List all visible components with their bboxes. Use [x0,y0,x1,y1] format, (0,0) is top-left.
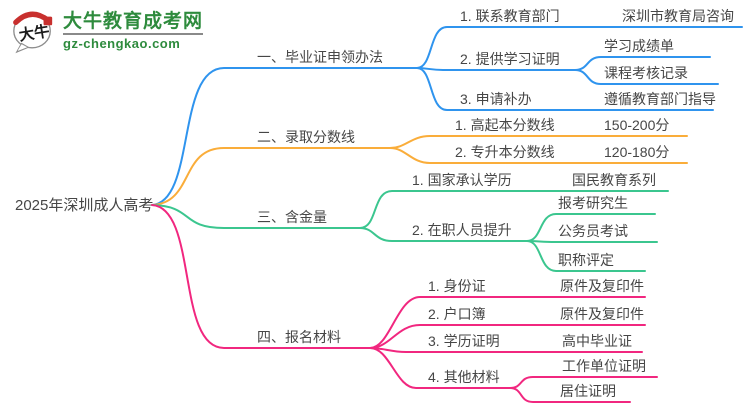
branch-1-child-1: 1. 联系教育部门 [460,8,560,24]
branch-3-child-2: 2. 在职人员提升 [412,222,512,238]
branch-4-child-3-leaf-1: 高中毕业证 [562,333,632,349]
branch-1-child-3: 3. 申请补办 [460,91,532,107]
branch-3-child-2-leaf-1: 报考研究生 [558,195,628,211]
branch-1-child-2-leaf-2: 课程考核记录 [604,65,688,81]
branch-4-child-4-leaf-2: 居住证明 [560,383,616,399]
branch-3-label: 三、含金量 [257,209,327,225]
branch-3-connectors [151,190,669,272]
branch-3-child-1-leaf-1: 国民教育系列 [572,172,656,188]
branch-1-child-2-leaf-1: 学习成绩单 [604,38,674,54]
branch-4-connectors [151,204,658,403]
logo-red-seal [43,16,53,26]
branch-2-child-2: 2. 专升本分数线 [455,144,555,160]
branch-1-child-3-leaf-1: 遵循教育部门指导 [604,91,716,107]
branch-4-child-1-leaf-1: 原件及复印件 [560,278,644,294]
branch-2-child-1: 1. 高起本分数线 [455,117,555,133]
daniu-bubble-icon: 大牛 [13,11,53,54]
branch-1-child-2: 2. 提供学习证明 [460,51,560,67]
branch-2-label: 二、录取分数线 [257,129,355,145]
logo-domain: gz-chengkao.com [63,33,204,51]
branch-4-child-1: 1. 身份证 [428,278,486,294]
branch-1-child-1-leaf-1: 深圳市教育局咨询 [622,8,734,24]
branch-3-child-2-leaf-3: 职称评定 [558,252,614,268]
branch-4-child-2-leaf-1: 原件及复印件 [560,306,644,322]
logo-title: 大牛教育成考网 [63,10,204,32]
branch-4-label: 四、报名材料 [257,329,341,345]
branch-3-child-2-leaf-2: 公务员考试 [558,223,628,239]
branch-4-child-4: 4. 其他材料 [428,369,500,385]
branch-1-label: 一、毕业证申领办法 [257,49,383,65]
branch-1-connectors [151,26,743,206]
branch-4-child-2: 2. 户口簿 [428,306,486,322]
branch-4-child-4-leaf-1: 工作单位证明 [562,358,646,374]
branch-4-child-3: 3. 学历证明 [428,333,500,349]
branch-2-child-2-leaf-1: 120-180分 [604,144,669,160]
logo-icon-text: 大牛 [18,22,51,45]
root-node: 2025年深圳成人高考 [15,197,153,214]
site-logo: 大牛 大牛教育成考网 gz-chengkao.com [10,8,204,54]
branch-3-child-1: 1. 国家承认学历 [412,172,512,188]
branch-2-child-1-leaf-1: 150-200分 [604,117,669,133]
branch-2-connectors [151,135,688,206]
